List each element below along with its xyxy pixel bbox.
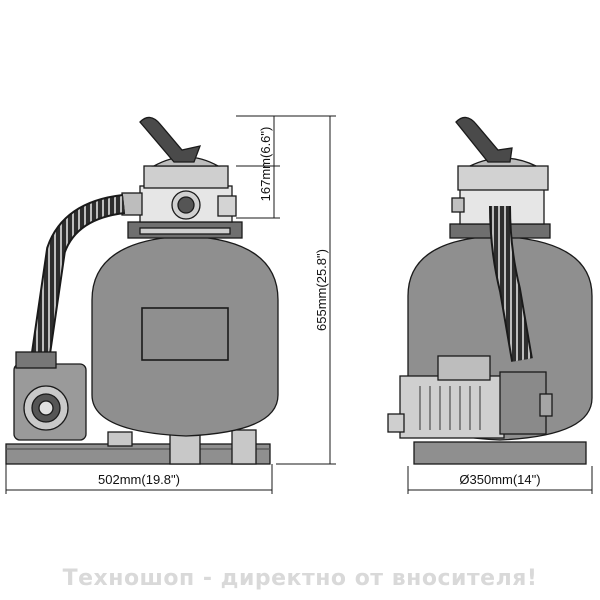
filter-foot bbox=[231, 429, 257, 465]
front-pump-switch bbox=[387, 413, 405, 433]
side-view bbox=[5, 116, 279, 465]
front-base bbox=[413, 441, 587, 465]
dimension-height-total: 655mm(25.8") bbox=[314, 249, 329, 331]
watermark-text: Техношоп - директно от вносителя! bbox=[62, 566, 538, 591]
dimension-valve-height: 167mm(6.6") bbox=[258, 127, 273, 202]
front-valve-port bbox=[451, 197, 465, 213]
front-pump-housing bbox=[499, 371, 547, 435]
dimension-lines bbox=[5, 115, 593, 494]
valve-handle bbox=[139, 116, 202, 163]
filter-foot bbox=[107, 431, 133, 447]
pump-outlet bbox=[15, 351, 57, 369]
front-valve-head bbox=[457, 165, 549, 191]
valve-head bbox=[143, 165, 229, 189]
front-pump-terminal-box bbox=[437, 355, 491, 381]
front-valve-handle bbox=[455, 116, 513, 163]
valve-port-left bbox=[121, 192, 143, 216]
dimension-width-total: 502mm(19.8") bbox=[98, 472, 180, 487]
tank-label bbox=[141, 307, 229, 361]
front-pump-motor bbox=[399, 375, 505, 439]
front-view bbox=[387, 116, 593, 465]
valve-port-right bbox=[217, 195, 237, 217]
base-plate bbox=[5, 443, 271, 465]
dimension-diameter: Ø350mm(14") bbox=[459, 472, 540, 487]
